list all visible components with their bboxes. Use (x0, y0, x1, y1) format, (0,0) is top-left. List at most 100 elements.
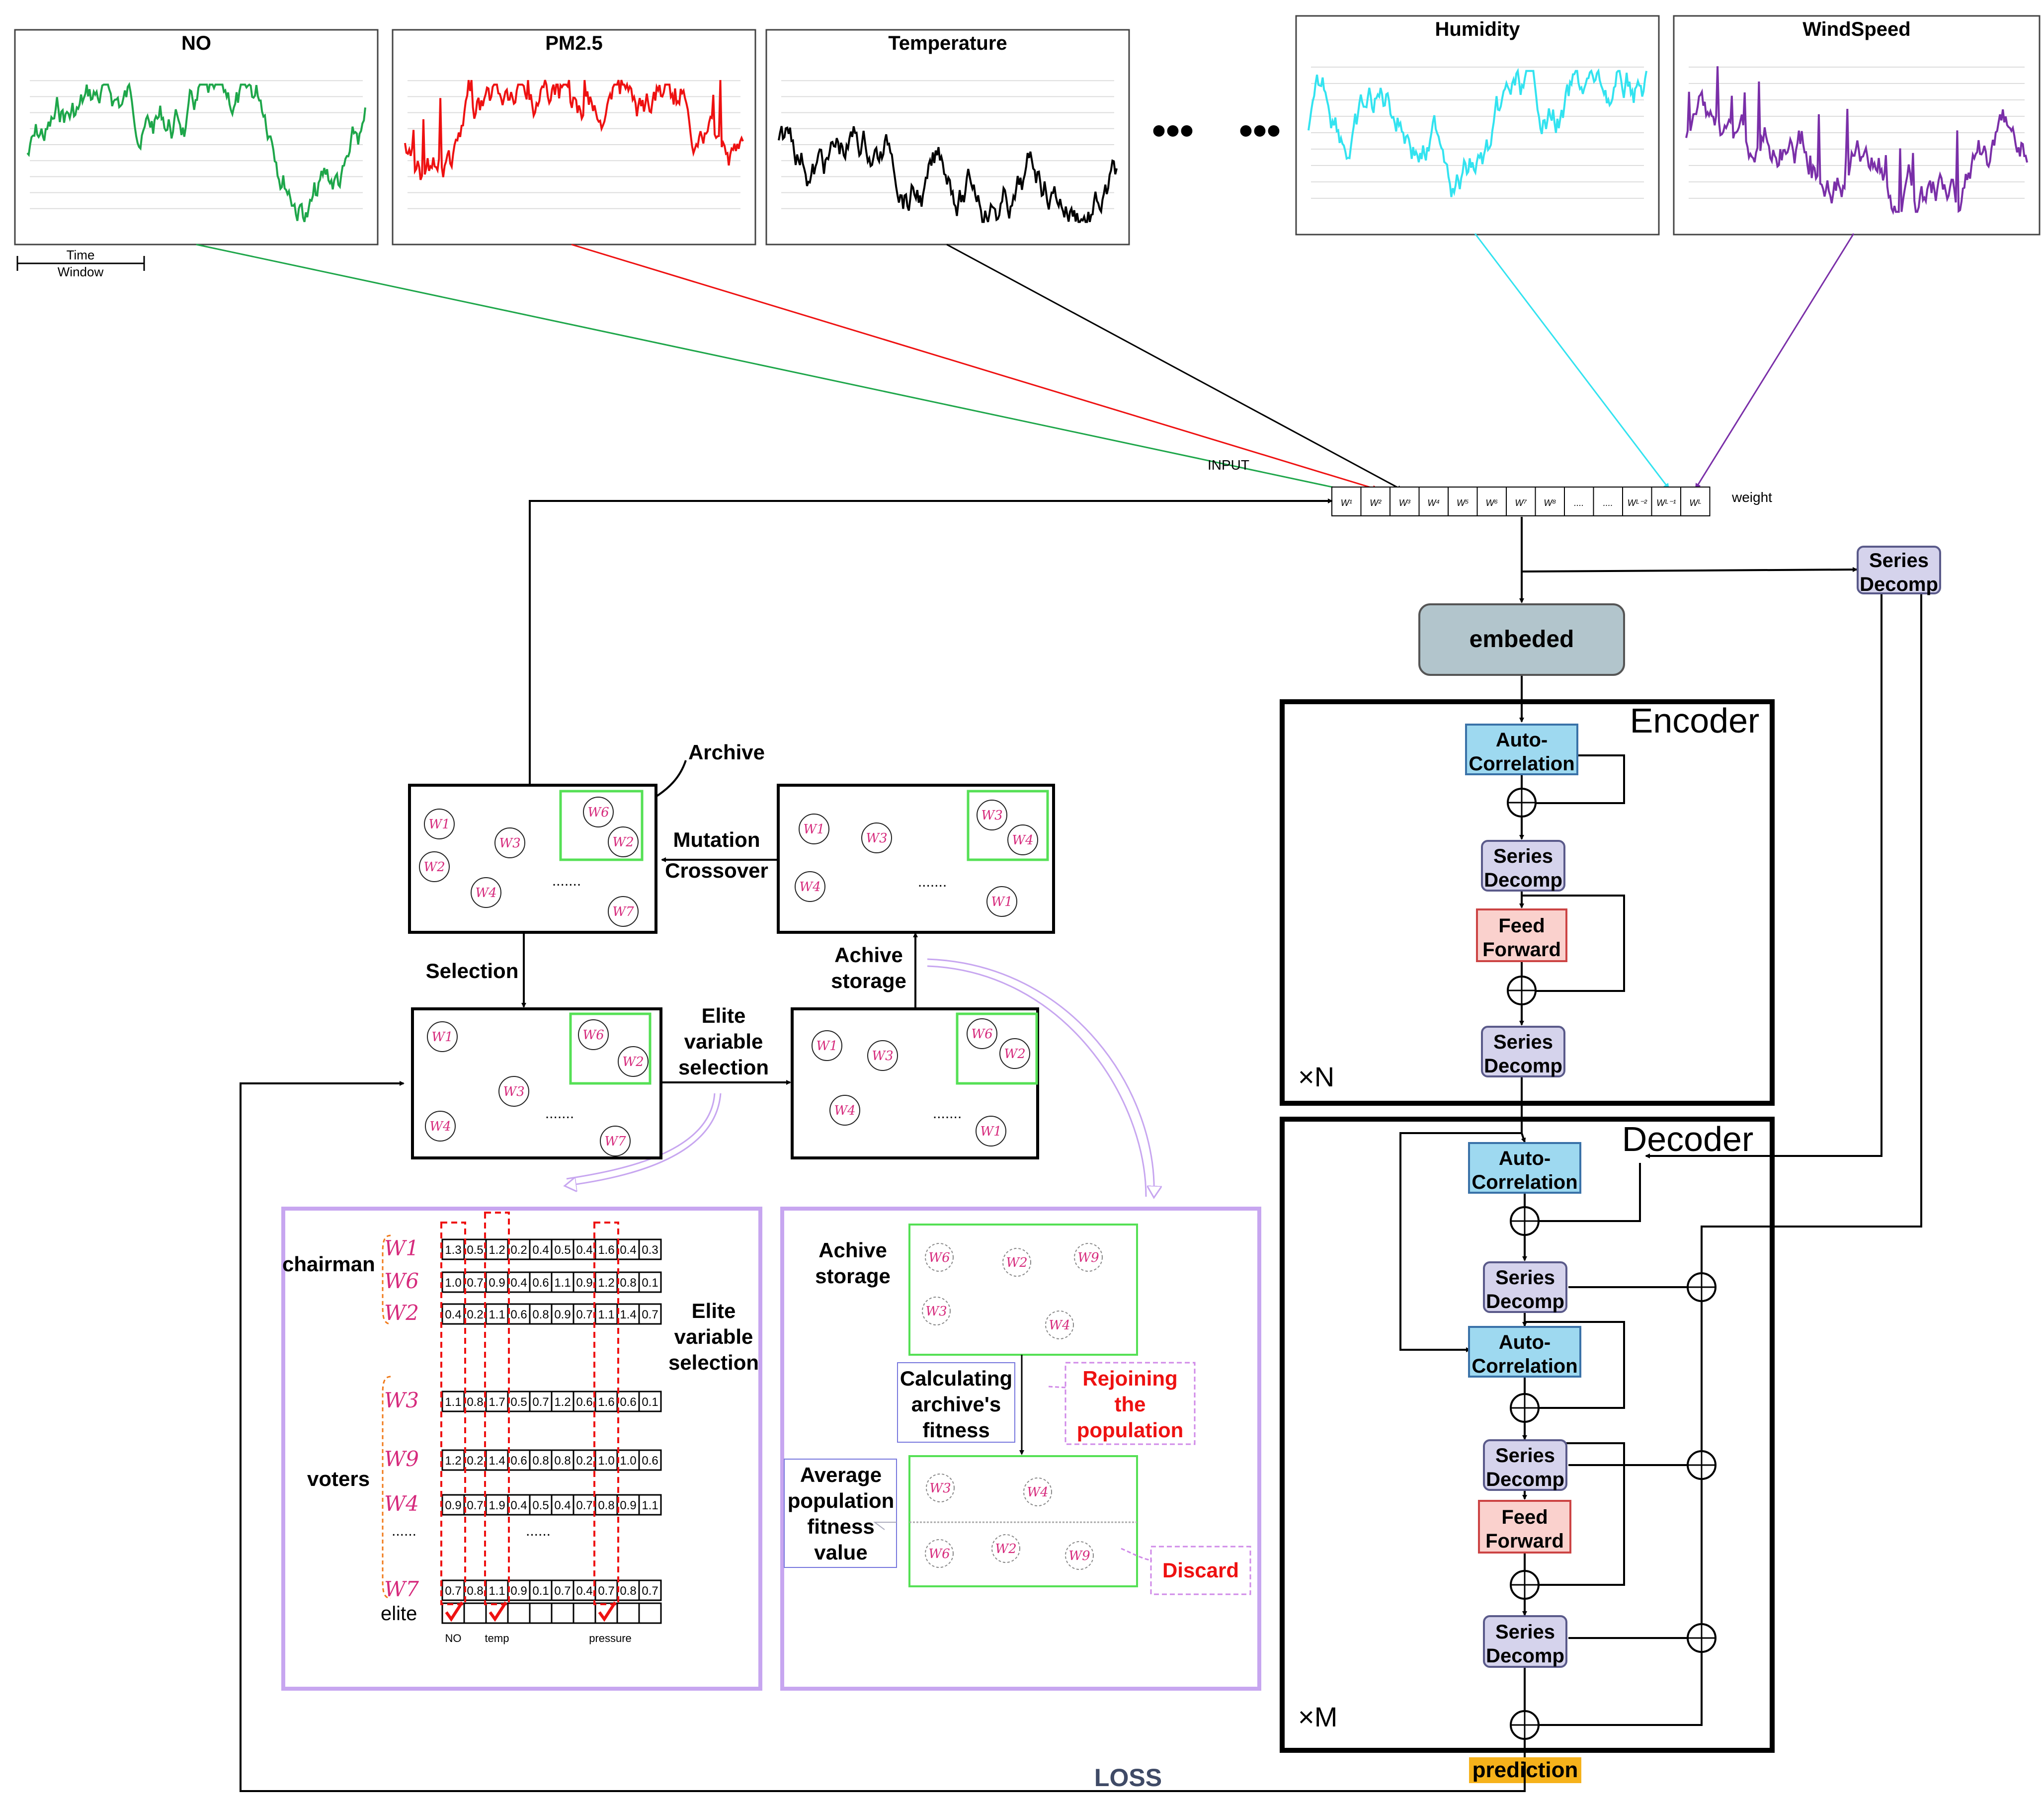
w-node (799, 814, 829, 844)
table-cell-value: 0.7 (554, 1584, 571, 1598)
chart-title-3: Humidity (1435, 18, 1520, 40)
loss-feedback-line (240, 1081, 1526, 1792)
time-window-marker: Time Window (16, 247, 145, 279)
enc-series-decomp-1-text-2: Decomp (1484, 869, 1562, 891)
w-node-label: W6 (928, 1547, 950, 1561)
rejoin-connector (1048, 1386, 1066, 1389)
group-bracket (382, 1376, 391, 1599)
avg-box (784, 1459, 897, 1568)
row-weight-label: W6 (384, 1269, 419, 1293)
table-cell-value: 0.5 (510, 1395, 527, 1409)
series-decomp-top (1857, 546, 1941, 594)
table-cell-value: 0.7 (576, 1499, 592, 1512)
calc-label-3: fitness (922, 1418, 989, 1442)
weight-cell-label: .... (1574, 498, 1584, 508)
w-node-label: W2 (1006, 1255, 1027, 1270)
model-blocks: embededSeriesDecompAuto-CorrelationSerie… (1418, 546, 1941, 1740)
table-cell-value: 0.5 (467, 1243, 483, 1257)
table-cell-value: 0.9 (445, 1499, 461, 1512)
dec-auto-correlation-2-text-1: Auto- (1499, 1331, 1551, 1353)
row-weight-label: W4 (384, 1491, 419, 1516)
time-label: Time (67, 247, 95, 262)
encoder-repeat: ×N (1298, 1061, 1334, 1092)
weight-cell-label: W⁵ (1457, 498, 1469, 508)
avg-label-3: fitness (807, 1515, 874, 1538)
population-boxes: W1W2W3W4W7W6W2.......W1W3W4W1W3W4.......… (408, 784, 1055, 1159)
w-node-label: W4 (429, 1119, 451, 1134)
avg-label-4: value (814, 1541, 867, 1564)
table-cell (638, 1391, 662, 1412)
table-cell (572, 1494, 596, 1516)
weight-cell-label: W² (1370, 498, 1382, 508)
enc-feed-forward-text-1: Feed (1498, 915, 1545, 937)
table-cell-value: 0.6 (532, 1276, 549, 1290)
weight-cell-label: W³ (1399, 498, 1411, 508)
table-cell (551, 1579, 574, 1601)
table-cell-value: 0.9 (554, 1308, 571, 1321)
elite-var-no: NO (445, 1632, 462, 1644)
decoder-repeat: ×M (1298, 1701, 1337, 1732)
panel2-storage-2: storage (815, 1264, 891, 1288)
chart-title-1: PM2.5 (545, 32, 603, 54)
elite-cell (529, 1602, 553, 1624)
w-node (618, 1046, 649, 1077)
chart-series-line-3 (1308, 68, 1647, 197)
table-cell-value: 1.1 (489, 1308, 505, 1321)
table-cell-value: 1.4 (620, 1308, 636, 1321)
table-cell-value: 0.7 (598, 1584, 614, 1598)
table-cell-value: 0.7 (642, 1308, 658, 1321)
achive-storage-label-2: storage (831, 969, 906, 992)
table-cell-value: 0.7 (576, 1308, 592, 1321)
archive-label: Archive (688, 740, 765, 764)
panel2-storage-1: Achive (818, 1238, 887, 1262)
table-cell-value: 0.8 (532, 1454, 549, 1468)
weight-cell-label: .... (1603, 498, 1613, 508)
weight-cell-label: Wᴸ⁻² (1628, 498, 1647, 508)
enc-series-decomp-1 (1481, 840, 1565, 892)
w-node (1002, 1248, 1031, 1277)
table-cell-value: 0.4 (554, 1499, 571, 1512)
elite-sel-label-1: Elite (702, 1004, 746, 1027)
enc-series-decomp-2-text-1: Series (1493, 1031, 1553, 1053)
panel1-title-3: selection (668, 1351, 759, 1374)
table-cell-value: 0.7 (642, 1584, 658, 1598)
embedding-label: embeded (1470, 626, 1574, 653)
w-node-label: W1 (428, 817, 450, 832)
table-cell (594, 1494, 618, 1516)
rejoin-label-1: Rejoining (1082, 1367, 1177, 1390)
w-node-label: W4 (1012, 833, 1033, 848)
population-box-selected-archive (569, 1012, 652, 1085)
w-node (578, 1019, 609, 1050)
table-cell-value: 1.6 (598, 1395, 614, 1409)
w-node-label: W6 (582, 1028, 604, 1043)
elite-row-label: elite (381, 1603, 417, 1625)
panel1-title-1: Elite (692, 1299, 736, 1322)
weight-cell-label: Wᴸ (1689, 498, 1701, 508)
encoder-box (1280, 699, 1775, 1106)
table-cell-value: 0.1 (642, 1395, 658, 1409)
weight-cell (1564, 487, 1594, 516)
table-cell-value: 0.1 (532, 1584, 549, 1598)
dec-series-decomp-2-text-1: Series (1495, 1445, 1555, 1467)
w-node-label: W2 (1004, 1047, 1025, 1062)
enc-series-decomp-2-text-2: Decomp (1484, 1055, 1562, 1077)
w-node (976, 1116, 1006, 1147)
w-node (986, 886, 1017, 917)
weight-cell (1418, 487, 1449, 516)
elite-cell (572, 1602, 596, 1624)
table-cell-value: 0.8 (467, 1584, 483, 1598)
selection-label: Selection (426, 959, 519, 983)
w-node-label: W4 (475, 886, 496, 901)
voters-dots-left: ...... (392, 1523, 416, 1539)
w-node-label: W1 (431, 1030, 453, 1045)
table-cell (616, 1579, 640, 1601)
dec-series-decomp-2 (1483, 1439, 1567, 1491)
ellipsis-right: ••• (1239, 108, 1281, 153)
table-cell-value: 0.4 (445, 1308, 461, 1321)
chart-series-line-0 (26, 82, 366, 223)
table-cell (638, 1238, 662, 1260)
table-cell (485, 1238, 509, 1260)
w-node (498, 1076, 529, 1107)
w-node (812, 1030, 842, 1061)
table-cell-value: 1.0 (620, 1454, 636, 1468)
